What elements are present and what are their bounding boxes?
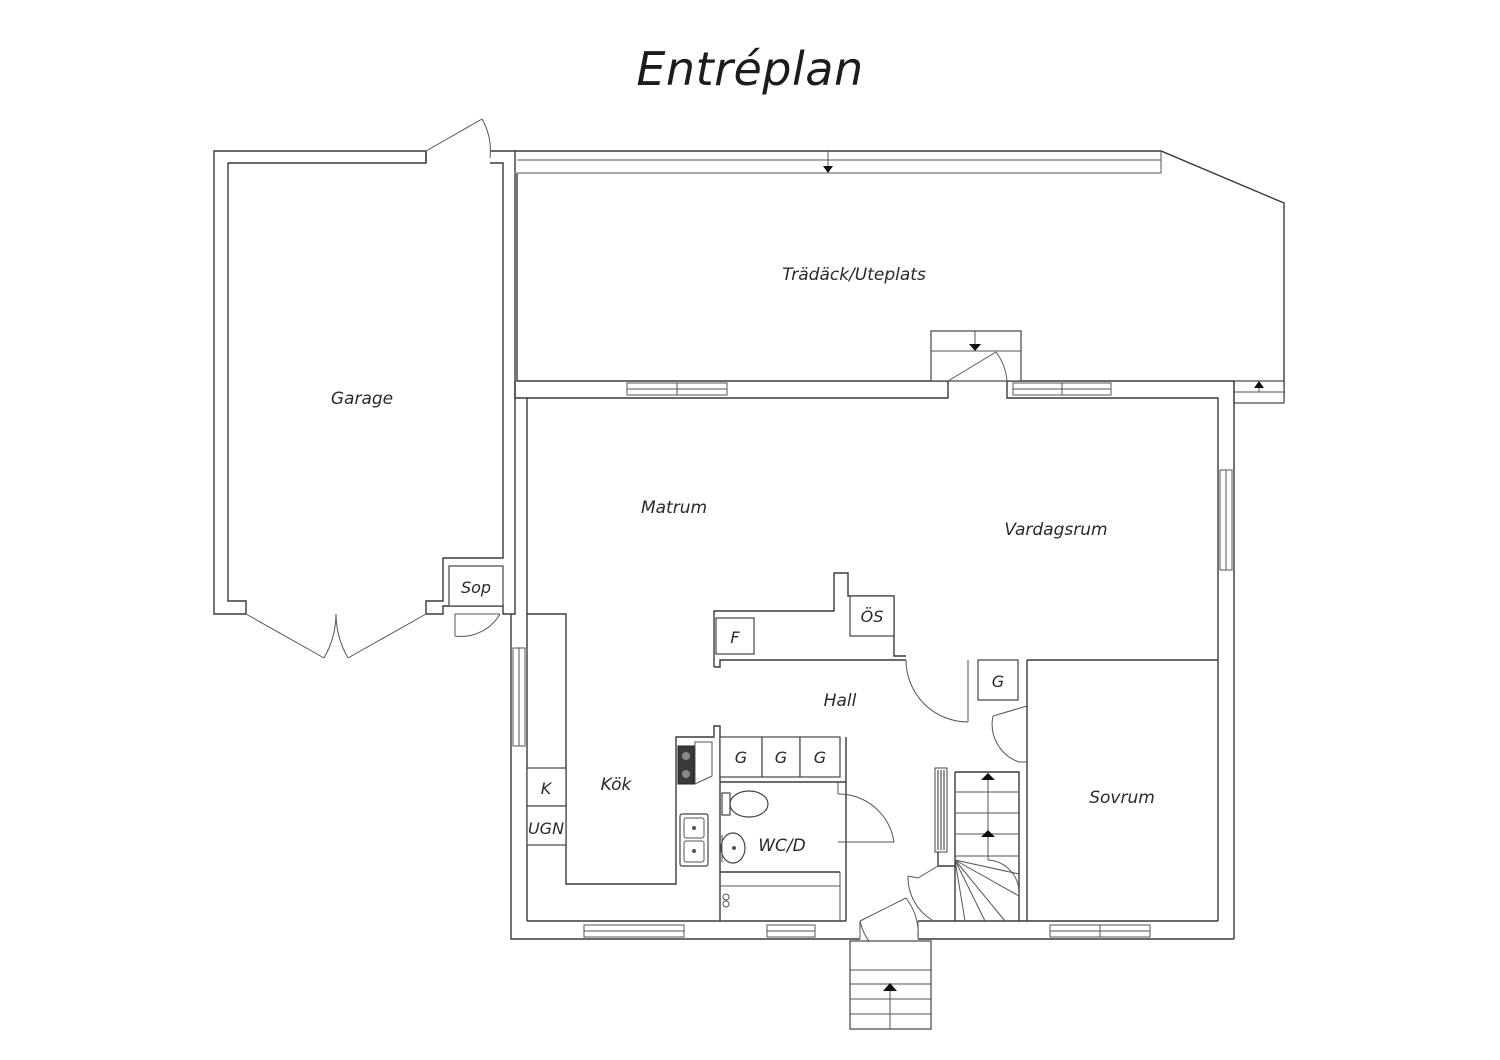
garage-walls <box>213 150 516 615</box>
room-label-wcd: WC/D <box>758 836 806 856</box>
floor-plan-title: Entréplan <box>636 42 864 96</box>
back-door <box>947 351 1008 382</box>
kitchen-sink <box>679 813 709 867</box>
hall-door <box>905 659 969 723</box>
stove <box>677 741 713 785</box>
sop-box <box>448 565 504 637</box>
label-ugn: UGN <box>528 819 564 838</box>
kitchen-counter <box>526 613 721 921</box>
label-closet-g3: G <box>814 748 826 767</box>
garage-main-door <box>245 613 427 659</box>
room-label-deck: Trädäck/Uteplats <box>782 265 926 285</box>
entry-stair <box>849 940 932 1030</box>
wardrobe-wall <box>713 572 906 668</box>
wc-room <box>720 781 895 921</box>
interior-stair <box>934 767 1020 922</box>
bedroom-door <box>991 705 1028 763</box>
garage-side-door <box>425 118 491 159</box>
label-closet-g2: G <box>775 748 787 767</box>
label-sop: Sop <box>461 578 491 597</box>
room-label-matrum: Matrum <box>641 498 707 518</box>
label-k: K <box>541 779 553 798</box>
label-f: F <box>730 628 740 647</box>
room-label-vardagsrum: Vardagsrum <box>1004 520 1107 540</box>
room-label-sovrum: Sovrum <box>1089 788 1155 808</box>
deck-stair <box>930 330 1022 382</box>
label-os: ÖS <box>861 607 884 626</box>
hall-closet <box>977 659 1218 921</box>
label-closet-g1: G <box>735 748 747 767</box>
room-label-kok: Kök <box>601 775 633 795</box>
windows <box>512 382 1233 938</box>
deck-outline <box>515 150 1285 404</box>
label-closet-g-hall: G <box>992 672 1004 691</box>
room-label-garage: Garage <box>331 389 393 409</box>
closet-row <box>719 736 847 921</box>
room-label-hall: Hall <box>824 691 857 711</box>
stair-door <box>907 865 939 921</box>
